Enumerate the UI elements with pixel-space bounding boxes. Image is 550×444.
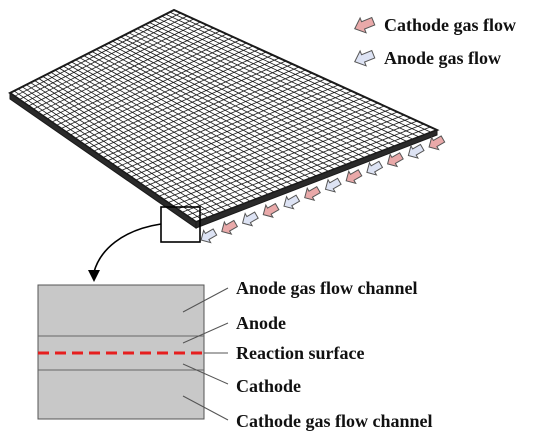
edge-gas-flow-arrows: [200, 135, 446, 244]
flow-arrow-shape: [345, 169, 363, 185]
anode-legend-arrow: [354, 49, 376, 67]
mesh-line: [165, 13, 426, 135]
flow-arrow-shape: [304, 185, 321, 202]
mesh-line: [177, 117, 411, 210]
mesh-line: [116, 38, 353, 163]
mesh-line: [135, 90, 352, 181]
mesh-line: [120, 36, 359, 161]
mesh-line: [136, 28, 383, 152]
mesh-line: [121, 81, 332, 171]
mesh-line: [124, 34, 365, 158]
flow-arrow-shape: [428, 135, 446, 151]
mesh-line: [163, 108, 392, 200]
mesh-line: [161, 15, 420, 138]
cathode-flow-arrow: [262, 202, 280, 218]
mesh-line: [153, 20, 408, 142]
mesh-line: [167, 111, 398, 203]
anode-flow-arrow: [241, 211, 259, 227]
mesh-line: [181, 120, 418, 213]
flow-arrow-shape: [324, 177, 342, 193]
zoom-pointer-arrow: [93, 223, 162, 273]
mesh-line: [100, 46, 329, 172]
leader-cathode: [182, 363, 229, 385]
mesh-line: [157, 17, 414, 140]
mesh-line: [107, 72, 313, 162]
flow-arrow-shape: [200, 228, 218, 244]
mesh-line: [102, 69, 306, 158]
cross-section: Anode gas flow channel Anode Reaction su…: [37, 278, 433, 431]
legend: Cathode gas flow Anode gas flow: [354, 15, 516, 68]
anode-flow-arrow: [200, 228, 218, 244]
cathode-flow-arrow: [304, 185, 321, 202]
anode-legend-label: Anode gas flow: [384, 48, 501, 68]
mesh-line: [140, 93, 359, 184]
mesh-line: [191, 126, 431, 220]
mesh-line: [169, 11, 432, 133]
mesh-line: [144, 96, 365, 187]
mesh-line: [104, 44, 335, 170]
mesh-line: [95, 49, 323, 175]
label-cathode-gas-flow-channel: Cathode gas flow channel: [236, 411, 433, 431]
flow-arrow-shape: [407, 143, 425, 159]
mesh-line: [126, 84, 339, 174]
label-cathode: Cathode: [236, 376, 301, 396]
cathode-flow-arrow: [345, 169, 363, 185]
flow-arrow-shape: [262, 202, 280, 218]
mesh-line: [149, 99, 372, 191]
leader-anode: [182, 322, 229, 344]
label-anode-gas-flow-channel: Anode gas flow channel: [236, 278, 418, 298]
mesh-line: [154, 102, 378, 194]
cathode-flow-arrow: [221, 219, 239, 235]
zoom-pointer-arrowhead: [88, 270, 100, 282]
mesh-line: [130, 87, 346, 178]
flow-arrow-shape: [386, 152, 404, 168]
anode-flow-arrow: [283, 194, 301, 210]
mesh-line: [172, 114, 405, 207]
anode-flow-arrow: [407, 143, 425, 159]
label-anode: Anode: [236, 313, 286, 333]
mesh-line: [128, 32, 371, 156]
anode-flow-arrow: [366, 160, 384, 176]
mesh-line: [158, 105, 385, 197]
mesh-line: [112, 40, 347, 165]
mesh-plate: [8, 8, 440, 229]
cathode-flow-arrow: [386, 152, 404, 168]
cathode-legend-label: Cathode gas flow: [384, 15, 516, 35]
mesh-line: [149, 22, 402, 145]
flow-arrow-shape: [221, 219, 239, 235]
leader-cathode-channel: [182, 395, 229, 421]
mesh-line: [116, 78, 326, 168]
flow-arrow-shape: [283, 194, 301, 210]
mesh-plate-thickness-front: [195, 129, 438, 229]
mesh-line: [132, 30, 377, 154]
mesh-line: [186, 123, 425, 216]
flow-arrow-shape: [366, 160, 384, 176]
label-reaction-surface: Reaction surface: [236, 343, 364, 363]
cathode-legend-arrow: [354, 16, 376, 34]
mesh-line: [108, 42, 341, 168]
mesh-line: [145, 24, 395, 147]
anode-flow-arrow: [324, 177, 342, 193]
mesh-grid-lines: [13, 11, 432, 221]
flow-arrow-shape: [241, 211, 259, 227]
mesh-line: [112, 75, 319, 165]
mesh-line: [141, 26, 389, 149]
cathode-flow-arrow: [428, 135, 446, 151]
leader-anode-channel: [182, 287, 229, 313]
